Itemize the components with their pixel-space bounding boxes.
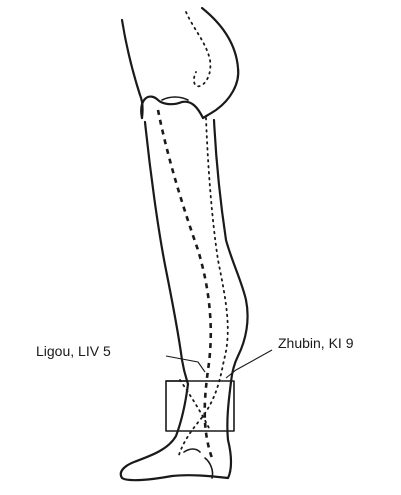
ankle-measurement-box [166, 381, 234, 431]
left-point-leader [166, 356, 205, 372]
zhubin-ki9-label: Zhubin, KI 9 [278, 335, 354, 351]
ligou-liv5-label: Ligou, LIV 5 [36, 343, 111, 359]
kidney-meridian-line [178, 118, 228, 458]
leg-outline [121, 8, 248, 480]
